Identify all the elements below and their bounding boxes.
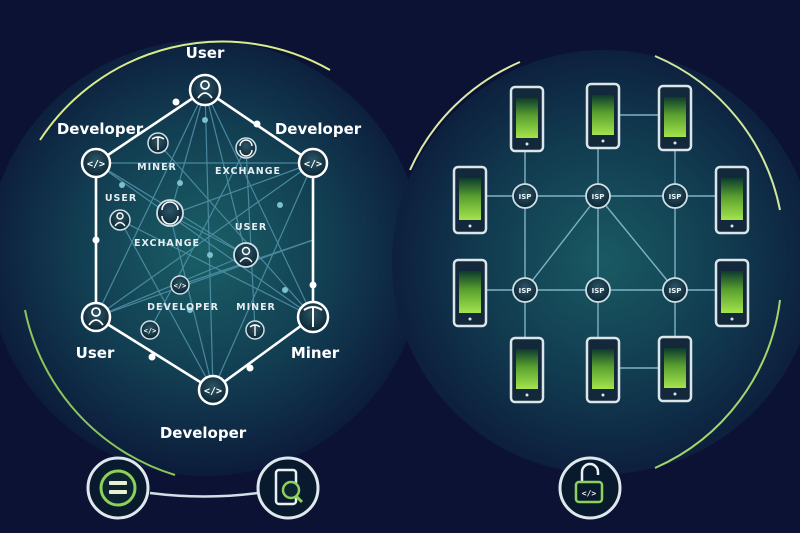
label-user-inner-left: USER [105,193,137,204]
node-exchange-inner-upper [235,137,257,159]
right-bubble-outline-upper-right [654,55,781,211]
node-developer-inner-lower: </> [140,320,160,340]
label-developer-upper-right: Developer [275,120,362,138]
node-user-top [188,73,222,107]
pickaxe-icon [151,136,165,150]
left-junction-dots [92,98,317,372]
smartphone-icon-bottom-right [657,335,693,403]
node-developer-upper-left: </> [80,147,112,179]
svg-text:ISP: ISP [669,287,682,295]
label-miner-lower-right: Miner [291,344,340,362]
right-bubble [392,50,800,474]
code-icon: </> [174,282,187,290]
smartphone-icon-mid-right-upper [714,165,750,235]
svg-text:ISP: ISP [592,287,605,295]
isp-node-bottom-middle: ISP [585,277,611,303]
label-miner-inner-lower: MINER [236,302,276,313]
svg-text:ISP: ISP [592,193,605,201]
smartphone-icon-mid-left-upper [452,165,488,235]
node-miner-inner-lower [245,320,265,340]
svg-text:ISP: ISP [519,193,532,201]
smartphone-icon-mid-left-lower [452,258,488,328]
smartphone-icon-mid-right-lower [714,258,750,328]
node-miner-lower-right [296,300,330,334]
pickaxe-icon [249,324,261,336]
exchange-icon [161,201,179,225]
node-developer-inner-upper: </> [170,275,190,295]
node-developer-upper-right: </> [297,147,329,179]
svg-text:ISP: ISP [519,287,532,295]
isp-node-top-right: ISP [662,183,688,209]
right-bubble-outline-lower-right [654,299,781,469]
smartphone-icon-top-left [509,85,545,153]
node-developer-bottom: </> [197,374,229,406]
smartphone-search-icon [256,456,320,520]
isp-node-top-left: ISP [512,183,538,209]
right-bubble-outline-upper-left [409,61,521,171]
smartphone-icon-bottom-middle [585,336,621,404]
label-exchange-inner-upper: EXCHANGE [215,166,281,177]
left-inner-connections [95,89,314,391]
code-icon: </> [144,327,157,335]
left-bubble-outline-bottom [24,309,176,476]
code-icon: </> [204,386,222,397]
svg-text:ISP: ISP [669,193,682,201]
smartphone-icon-top-right [657,84,693,152]
label-exchange-inner-center: EXCHANGE [134,238,200,249]
node-miner-inner-upper [147,132,169,154]
smartphone-icon-bottom-left [509,336,545,404]
exchange-icon [239,139,253,157]
label-miner-inner-upper: MINER [137,162,177,173]
user-icon [114,212,126,227]
label-developer-bottom: Developer [160,424,247,442]
node-user-lower-left [80,301,112,333]
user-icon [88,307,104,326]
left-bubble [0,40,423,476]
label-user-top: User [186,44,225,62]
svg-text:</>: </> [582,489,597,498]
node-user-inner-left [109,209,131,231]
smartphone-icon-top-middle [585,82,621,150]
code-icon: </> [304,159,322,170]
bottom-connector-line [149,491,259,498]
code-icon: </> [87,159,105,170]
unlock-code-icon: </> [558,456,622,520]
left-bubble-outline-top [39,40,331,141]
user-icon [239,246,253,263]
node-exchange-inner-center [156,199,184,227]
user-icon [197,80,213,99]
label-user-inner-right: USER [235,222,267,233]
isp-node-bottom-left: ISP [512,277,538,303]
label-user-lower-left: User [76,344,115,362]
label-developer-inner-lower: DEVELOPER [147,302,219,313]
isp-node-top-middle: ISP [585,183,611,209]
label-developer-upper-left: Developer [57,120,144,138]
equals-icon [86,456,150,520]
pickaxe-icon [303,306,323,327]
node-user-inner-right [233,242,259,268]
isp-node-bottom-right: ISP [662,277,688,303]
